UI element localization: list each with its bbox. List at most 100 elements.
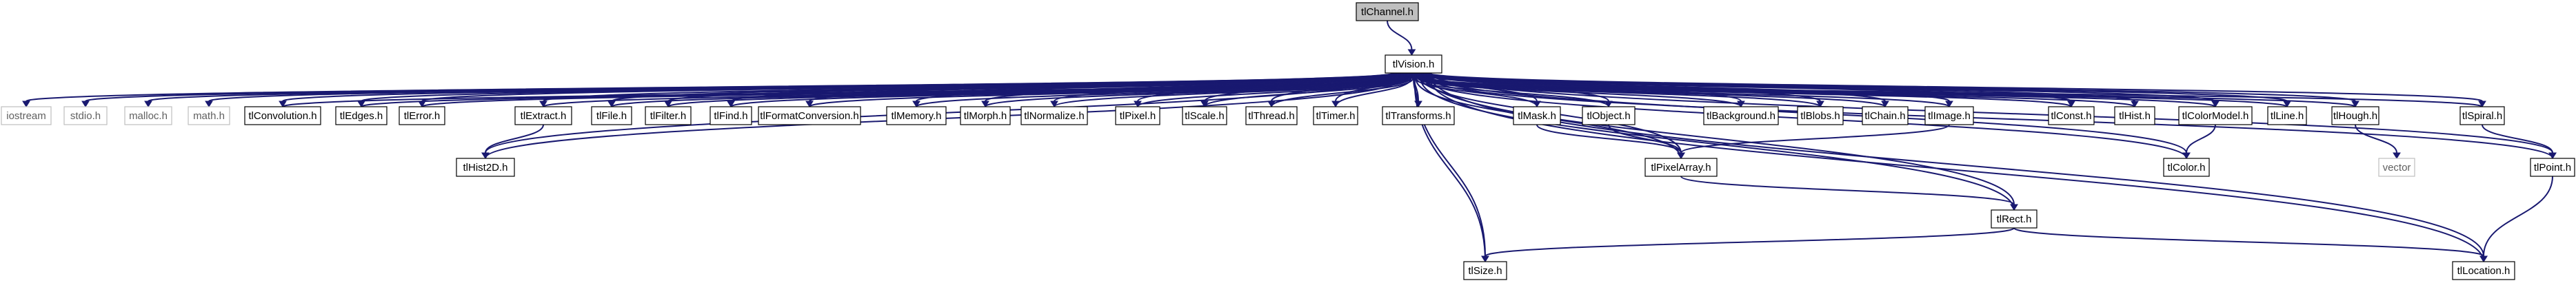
node-tlPixel[interactable]: tlPixel.h xyxy=(1115,106,1160,125)
node-label: tlHough.h xyxy=(2333,110,2377,122)
node-iostream[interactable]: iostream xyxy=(1,106,52,125)
node-label: tlError.h xyxy=(404,110,441,122)
node-label: tlPixelArray.h xyxy=(1651,162,1711,174)
node-tlTimer[interactable]: tlTimer.h xyxy=(1313,106,1358,125)
node-label: tlSize.h xyxy=(1468,265,1502,277)
node-label: vector xyxy=(2383,162,2411,174)
node-tlScale[interactable]: tlScale.h xyxy=(1182,106,1227,125)
node-tlThread[interactable]: tlThread.h xyxy=(1245,106,1298,125)
node-label: tlRect.h xyxy=(1997,213,2032,225)
node-label: tlExtract.h xyxy=(521,110,567,122)
node-label: tlColorModel.h xyxy=(2182,110,2249,122)
edge-tlHough-to-vector xyxy=(2355,124,2401,159)
node-tlFormatConversion[interactable]: tlFormatConversion.h xyxy=(758,106,861,125)
node-label: tlTransforms.h xyxy=(1385,110,1451,122)
node-tlEdges[interactable]: tlEdges.h xyxy=(335,106,388,125)
node-label: tlLine.h xyxy=(2271,110,2304,122)
node-vector[interactable]: vector xyxy=(2378,158,2415,177)
node-tlConvolution[interactable]: tlConvolution.h xyxy=(244,106,321,125)
node-tlNormalize[interactable]: tlNormalize.h xyxy=(1020,106,1088,125)
edge-tlImage-to-tlPixelArray xyxy=(1677,124,1950,159)
node-label: tlBackground.h xyxy=(1707,110,1775,122)
node-tlSpiral[interactable]: tlSpiral.h xyxy=(2459,106,2505,125)
edge-tlColorModel-to-tlColor xyxy=(2182,124,2216,159)
node-tlChain[interactable]: tlChain.h xyxy=(1862,106,1909,125)
node-label: tlPoint.h xyxy=(2534,162,2571,174)
node-label: tlScale.h xyxy=(1185,110,1225,122)
edge-tlChannel-to-tlVision xyxy=(1387,20,1416,56)
node-label: tlFilter.h xyxy=(650,110,687,122)
node-tlHist[interactable]: tlHist.h xyxy=(2114,106,2155,125)
edge-tlRect-to-tlVision xyxy=(1416,72,2015,211)
node-tlVision[interactable]: tlVision.h xyxy=(1385,54,1442,74)
node-label: tlConst.h xyxy=(2051,110,2091,122)
node-stdio[interactable]: stdio.h xyxy=(63,106,108,125)
node-label: tlFormatConversion.h xyxy=(760,110,858,122)
node-tlTransforms[interactable]: tlTransforms.h xyxy=(1382,106,1455,125)
node-label: tlHist.h xyxy=(2119,110,2151,122)
edge-tlExtract-to-tlHist2D xyxy=(481,124,544,159)
node-label: iostream xyxy=(6,110,46,122)
edge-tlSpiral-to-tlPoint xyxy=(2482,124,2557,159)
node-label: tlPixel.h xyxy=(1120,110,1156,122)
node-label: tlObject.h xyxy=(1587,110,1630,122)
node-tlObject[interactable]: tlObject.h xyxy=(1582,106,1636,125)
edges-layer xyxy=(22,20,2557,262)
edge-tlPoint-to-tlLocation xyxy=(2479,176,2553,262)
node-label: tlMorph.h xyxy=(964,110,1007,122)
node-tlError[interactable]: tlError.h xyxy=(399,106,445,125)
node-tlHist2D[interactable]: tlHist2D.h xyxy=(456,158,515,177)
node-label: tlLocation.h xyxy=(2457,265,2510,277)
node-tlBackground[interactable]: tlBackground.h xyxy=(1703,106,1779,125)
node-label: tlSpiral.h xyxy=(2462,110,2502,122)
node-label: math.h xyxy=(193,110,225,122)
node-tlHough[interactable]: tlHough.h xyxy=(2331,106,2379,125)
node-label: tlConvolution.h xyxy=(248,110,316,122)
node-tlImage[interactable]: tlImage.h xyxy=(1924,106,1974,125)
node-tlColor[interactable]: tlColor.h xyxy=(2163,158,2210,177)
node-tlChannel[interactable]: tlChannel.h xyxy=(1356,2,1419,21)
node-label: tlMemory.h xyxy=(891,110,941,122)
node-tlRect[interactable]: tlRect.h xyxy=(1991,209,2037,229)
node-label: tlVision.h xyxy=(1393,59,1435,70)
node-label: tlChain.h xyxy=(1864,110,1905,122)
node-label: tlEdges.h xyxy=(340,110,383,122)
node-math[interactable]: math.h xyxy=(188,106,230,125)
node-tlMask[interactable]: tlMask.h xyxy=(1513,106,1561,125)
node-malloc[interactable]: malloc.h xyxy=(124,106,172,125)
node-tlLine[interactable]: tlLine.h xyxy=(2267,106,2307,125)
node-label: tlHist2D.h xyxy=(463,162,507,174)
node-tlPoint[interactable]: tlPoint.h xyxy=(2530,158,2575,177)
node-tlPixelArray[interactable]: tlPixelArray.h xyxy=(1644,158,1718,177)
node-label: tlMask.h xyxy=(1518,110,1556,122)
node-tlFilter[interactable]: tlFilter.h xyxy=(645,106,692,125)
node-label: stdio.h xyxy=(70,110,101,122)
node-label: tlBlobs.h xyxy=(1800,110,1840,122)
node-label: malloc.h xyxy=(129,110,168,122)
edge-tlVision-to-tlSpiral xyxy=(1428,72,2486,107)
node-tlFile[interactable]: tlFile.h xyxy=(591,106,632,125)
node-label: tlColor.h xyxy=(2167,162,2205,174)
node-tlSize[interactable]: tlSize.h xyxy=(1463,261,1507,280)
node-label: tlNormalize.h xyxy=(1024,110,1085,122)
node-tlConst[interactable]: tlConst.h xyxy=(2048,106,2095,125)
node-label: tlThread.h xyxy=(1248,110,1295,122)
edge-tlRect-to-tlLocation xyxy=(2013,227,2488,262)
node-tlMorph[interactable]: tlMorph.h xyxy=(960,106,1011,125)
node-tlExtract[interactable]: tlExtract.h xyxy=(514,106,572,125)
node-tlMemory[interactable]: tlMemory.h xyxy=(886,106,947,125)
node-label: tlChannel.h xyxy=(1361,6,1413,18)
node-tlLocation[interactable]: tlLocation.h xyxy=(2452,261,2515,280)
node-label: tlImage.h xyxy=(1928,110,1971,122)
node-label: tlFile.h xyxy=(596,110,627,122)
node-tlFind[interactable]: tlFind.h xyxy=(710,106,752,125)
edge-tlRect-to-tlSize xyxy=(1481,227,2015,262)
edge-tlLocation-to-tlVision xyxy=(1426,72,2484,262)
node-label: tlTimer.h xyxy=(1316,110,1356,122)
node-label: tlFind.h xyxy=(714,110,747,122)
edge-tlPixelArray-to-tlRect xyxy=(1680,176,2018,211)
node-tlBlobs[interactable]: tlBlobs.h xyxy=(1797,106,1844,125)
node-tlColorModel[interactable]: tlColorModel.h xyxy=(2178,106,2253,125)
